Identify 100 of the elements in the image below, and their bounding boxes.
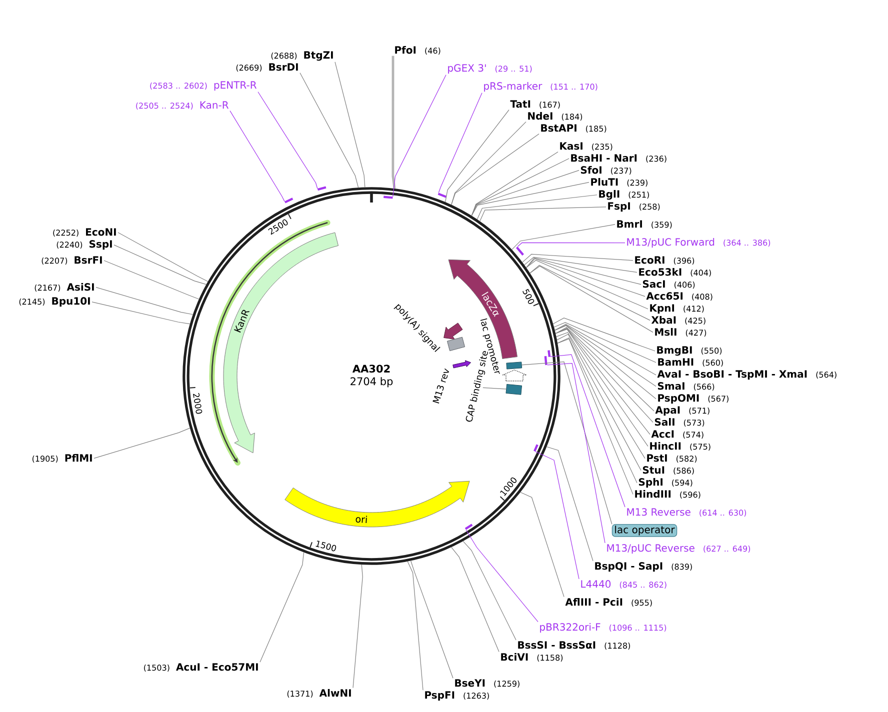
- site-label: SfoI (237): [580, 166, 632, 175]
- leader-line: [526, 260, 648, 310]
- leader-line: [466, 530, 538, 622]
- site-label: SacI (406): [642, 280, 695, 289]
- tick-label: 2000: [193, 393, 202, 414]
- site-label: NdeI (184): [528, 112, 582, 121]
- leader-line: [392, 56, 396, 189]
- site-label: TatI (167): [510, 100, 560, 109]
- site-label: (2688) BtgZI: [271, 51, 333, 61]
- primer-label: M13/pUC Reverse (627 .. 649): [607, 544, 750, 554]
- site-label: AvaI - BsoBI - TspMI - XmaI (564): [657, 370, 836, 380]
- site-label: HincII (575): [650, 442, 710, 451]
- primer-label: pBR322ori-F (1096 .. 1115): [540, 623, 666, 633]
- leader-line: [407, 561, 424, 690]
- site-label: PspFI (1263): [425, 691, 489, 701]
- leader-line: [438, 92, 482, 194]
- site-label: (2669) BsrDI: [236, 63, 298, 72]
- leader-line: [530, 266, 654, 333]
- leader-line: [114, 244, 207, 285]
- site-label: SalI (573): [654, 418, 704, 427]
- site-label: (2207) BsrFI: [42, 256, 102, 265]
- site-label: PstI (582): [647, 454, 697, 463]
- leader-line: [554, 324, 656, 376]
- site-label: PfoI (46): [395, 46, 440, 55]
- leader-line: [552, 318, 656, 352]
- site-label: (2167) AsiSI: [34, 283, 94, 292]
- leader-line: [104, 260, 200, 300]
- leader-line: [118, 232, 208, 282]
- primer-label: (2583 .. 2602) pENTR-R: [150, 81, 257, 91]
- site-label: StuI (586): [642, 466, 694, 475]
- site-label: BspQI - SapI (839): [595, 562, 692, 572]
- site-label: KpnI (412): [650, 304, 704, 314]
- primer-mark: [544, 356, 548, 366]
- feature-box: [506, 362, 522, 370]
- leader-line: [471, 182, 590, 216]
- site-label: (2252) EcoNI: [53, 228, 116, 237]
- leader-line: [445, 110, 510, 202]
- leader-line: [521, 362, 612, 524]
- site-label: SphI (594): [638, 478, 692, 488]
- site-label: Eco53kI (404): [639, 268, 711, 277]
- site-label: BssSI - BssSαI (1128): [518, 641, 630, 650]
- site-label: KasI (235): [560, 142, 612, 151]
- feature-box: [446, 336, 466, 352]
- leader-line: [260, 552, 304, 662]
- leader-line: [352, 564, 363, 688]
- primer-label: M13 Reverse (614 .. 630): [627, 508, 746, 517]
- primer-mark: [317, 186, 326, 191]
- primer-mark: [384, 196, 393, 199]
- leader-line: [462, 540, 516, 640]
- leader-line: [476, 194, 598, 220]
- site-label: AflIII - PciI (955): [565, 598, 652, 607]
- site-label: BciVI (1158): [501, 653, 563, 662]
- leader-line: [526, 258, 646, 297]
- leader-line: [480, 206, 606, 222]
- primer-mark: [548, 350, 551, 357]
- leader-line: [258, 92, 318, 189]
- leader-line: [512, 224, 616, 250]
- leader-line: [526, 258, 642, 285]
- site-label: (2145) Bpu10I: [19, 297, 90, 307]
- primer-mark: [284, 198, 294, 204]
- site-label: AccI (574): [651, 430, 704, 439]
- site-label: SmaI (566): [658, 382, 714, 391]
- site-label: BstAPI (185): [541, 124, 606, 133]
- leader-line: [530, 264, 650, 321]
- leader-line: [517, 242, 626, 247]
- site-label: (1371) AlwNI: [287, 689, 351, 698]
- leader-line: [451, 546, 500, 652]
- leader-line: [522, 254, 634, 263]
- primer-mark: [464, 524, 473, 530]
- primer-label: M13/pUC Forward (364 .. 386): [627, 238, 770, 248]
- leader-line: [300, 72, 359, 188]
- site-label: BamHI (560): [658, 358, 723, 367]
- site-label: BsaHI - NarI (236): [571, 154, 666, 163]
- primer-mark: [438, 192, 447, 198]
- site-label: EcoRI (396): [635, 256, 694, 265]
- primer-mark: [534, 444, 538, 452]
- leader-line: [92, 302, 190, 324]
- leader-line: [482, 387, 507, 390]
- leader-line: [334, 62, 366, 188]
- primer-label: pGEX 3' (29 .. 51): [448, 64, 532, 74]
- feature-box: [506, 384, 522, 395]
- reading-frame-arrow: [209, 220, 330, 466]
- site-label: PluTI (239): [591, 178, 648, 187]
- leader-line: [392, 74, 446, 197]
- site-label: XbaI (425): [651, 316, 706, 325]
- site-label: BmrI (359): [617, 220, 672, 229]
- leader-line: [520, 492, 564, 598]
- leader-line: [546, 446, 594, 562]
- leader-line: [451, 134, 540, 206]
- site-label: HindIII (596): [635, 490, 700, 499]
- site-label: MslI (427): [655, 328, 706, 337]
- site-label: PspOMI (567): [658, 394, 728, 404]
- leader-line: [524, 256, 638, 273]
- leader-line: [410, 560, 454, 678]
- leader-line: [471, 152, 558, 216]
- site-label: (1905) PflMI: [32, 454, 92, 463]
- leader-line: [451, 122, 526, 206]
- leader-line: [94, 428, 190, 459]
- site-label: BmgBI (550): [657, 346, 722, 356]
- feature-label: lac operator: [612, 524, 678, 537]
